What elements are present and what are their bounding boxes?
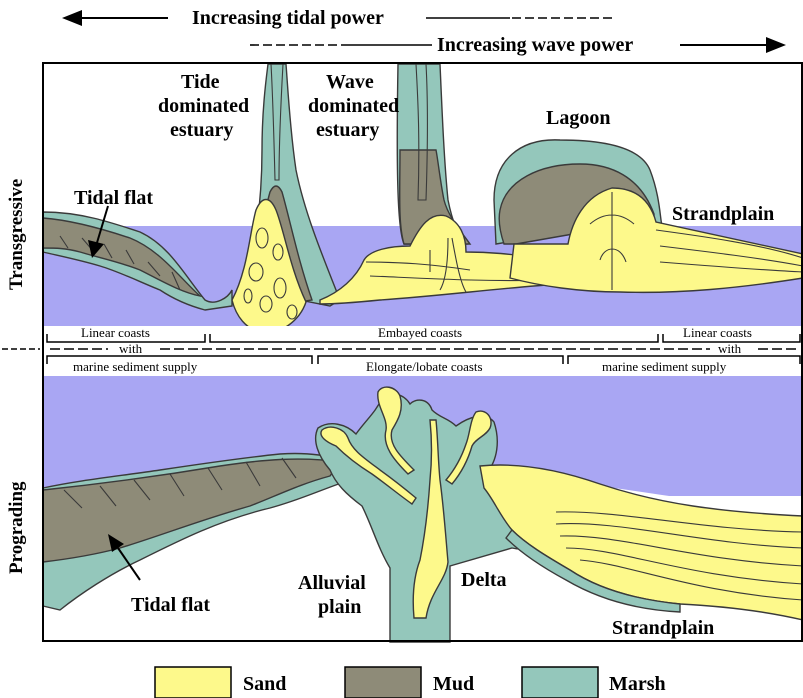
legend-label-mud: Mud [433,673,474,695]
legend-swatch-marsh [522,667,598,698]
transgressive-strandplain-label: Strandplain [672,203,774,225]
legend-swatch-sand [155,667,231,698]
legend: Sand Mud Marsh [155,667,666,698]
wave-estuary-label-2: dominated [308,95,399,117]
linear-coasts-left-2: with [119,341,143,356]
linear-coasts-left-3: marine sediment supply [73,359,198,374]
tide-estuary-label-1: Tide [181,71,220,93]
wave-power-label: Increasing wave power [437,34,633,56]
linear-coasts-right-1: Linear coasts [683,325,752,340]
prograding-tidal-flat-label: Tidal flat [131,594,210,616]
tide-estuary-label-2: dominated [158,95,249,117]
transgressive-tidal-flat-label: Tidal flat [74,187,153,209]
transgressive-side-label: Transgressive [6,179,27,290]
prograding-side-label: Prograding [6,481,27,574]
alluvial-plain-label-1: Alluvial [298,572,366,594]
legend-label-sand: Sand [243,673,286,695]
tidal-power-label: Increasing tidal power [192,7,384,29]
delta-label: Delta [461,569,507,591]
linear-coasts-right-2: with [718,341,742,356]
prograding-strandplain-label: Strandplain [612,617,714,639]
legend-label-marsh: Marsh [609,673,666,695]
linear-coasts-right-3: marine sediment supply [602,359,727,374]
legend-swatch-mud [345,667,421,698]
alluvial-plain-label-2: plain [318,596,361,618]
wave-estuary-label-3: estuary [316,119,379,141]
lagoon-label: Lagoon [546,107,610,129]
elongate-coasts-label: Elongate/lobate coasts [366,359,483,374]
linear-coasts-left-1: Linear coasts [81,325,150,340]
tide-estuary-label-3: estuary [170,119,233,141]
embayed-coasts-label: Embayed coasts [378,325,462,340]
wave-estuary-label-1: Wave [326,71,374,93]
